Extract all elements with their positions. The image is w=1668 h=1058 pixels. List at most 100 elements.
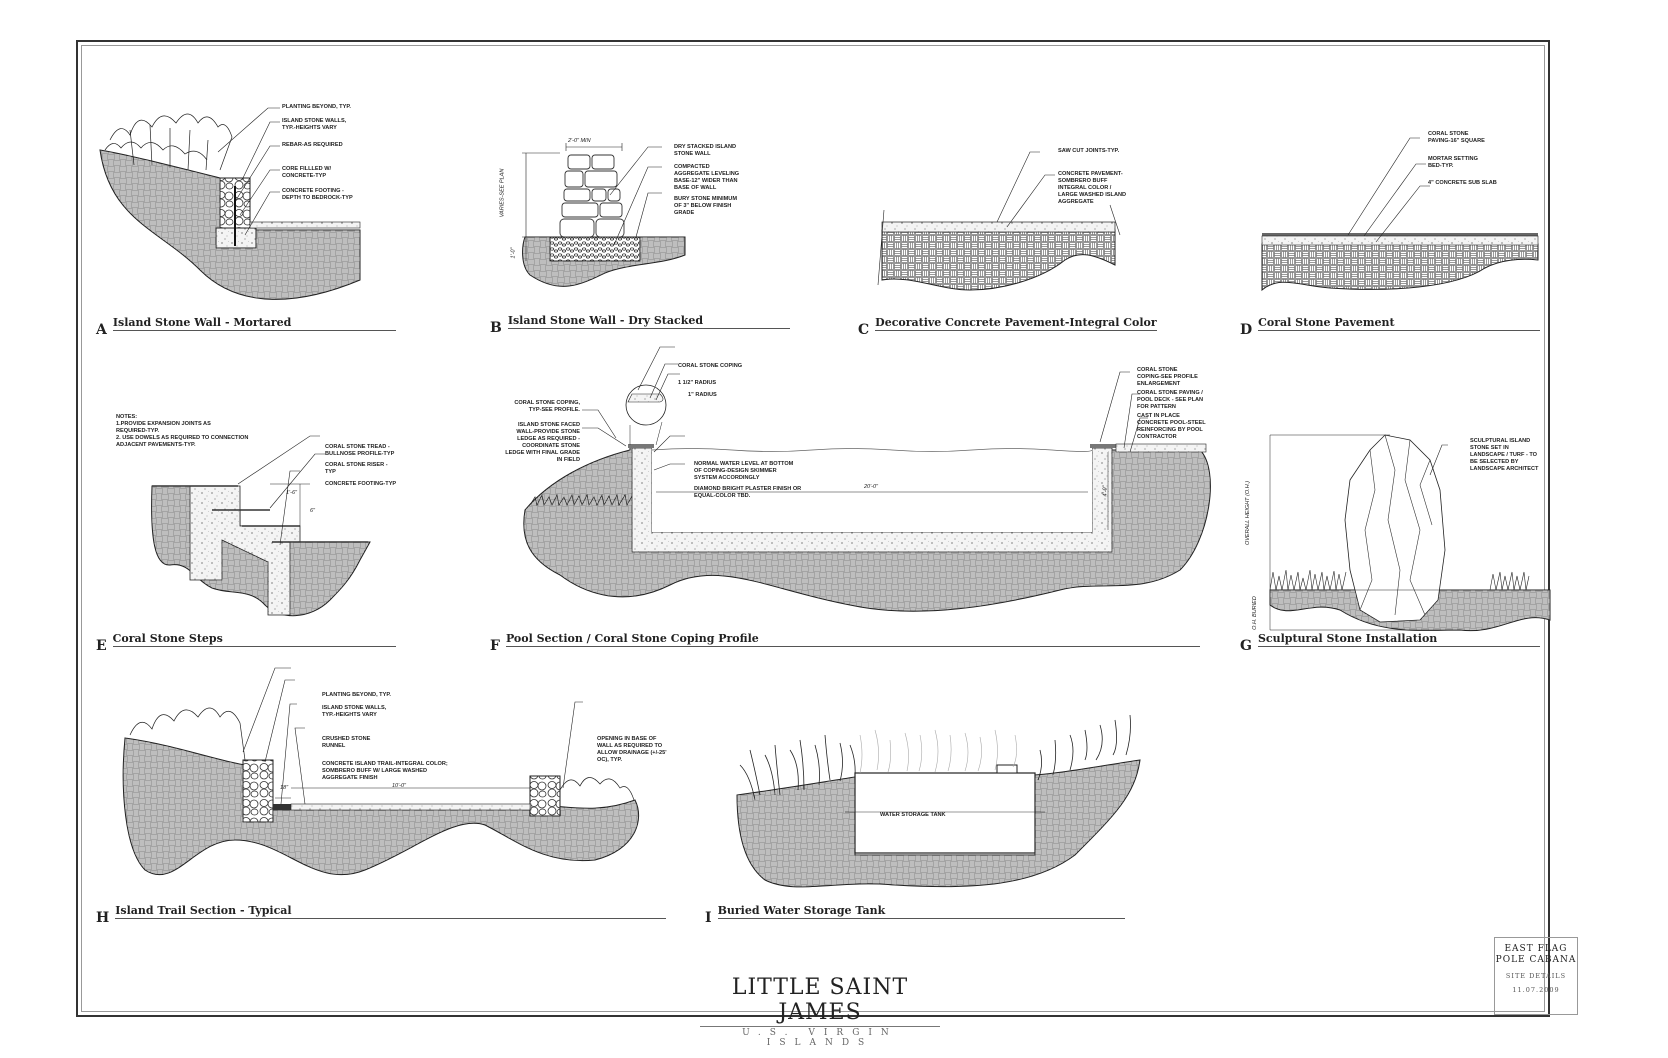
detail-c-drawing (877, 151, 1121, 291)
stone-wall-left (242, 759, 274, 823)
soil-mass (99, 149, 361, 300)
title-block: EAST FLAG POLE CABANA SITE DETAILS 11.07… (1494, 937, 1578, 1015)
detail-e-note-2: CORAL STONE RISER - TYP (325, 462, 388, 475)
dimension-lines (522, 143, 623, 261)
pool-water (652, 448, 1092, 532)
coping-left (628, 444, 654, 448)
water-storage-tank (854, 772, 1036, 854)
project-title: LITTLE SAINT JAMES U.S. VIRGIN ISLANDS (700, 975, 940, 1048)
detail-h-drawing (122, 667, 640, 876)
detail-title-text: Coral Stone Pavement (1258, 316, 1540, 331)
coping-right (1090, 444, 1116, 448)
detail-h-title: H Island Trail Section - Typical (96, 904, 666, 925)
detail-h-note-right-1: OPENING IN BASE OF WALL AS REQUIRED TO A… (597, 736, 667, 763)
detail-f-drawing (523, 346, 1211, 612)
dimension-lines (275, 780, 531, 810)
detail-e-note-1: CORAL STONE TREAD - BULLNOSE PROFILE-TYP (325, 444, 395, 457)
detail-c-note-1: SAW CUT JOINTS-TYP. (1058, 148, 1120, 154)
detail-letter: I (705, 910, 712, 926)
detail-c-title: C Decorative Concrete Pavement-Integral … (858, 316, 1157, 337)
aggregate-base (549, 236, 641, 262)
paving-surface (249, 221, 361, 229)
detail-title-text: Decorative Concrete Pavement-Integral Co… (875, 316, 1157, 331)
detail-a-note-2: ISLAND STONE WALLS, TYP.-HEIGHTS VARY (282, 118, 347, 131)
planting-shrubs (129, 707, 635, 801)
detail-title-text: Sculptural Stone Installation (1257, 632, 1540, 647)
grass-tufts (529, 493, 633, 507)
title-block-sheet-title: SITE DETAILS (1505, 972, 1567, 980)
detail-d-note-3: 4" CONCRETE SUB SLAB (1428, 180, 1497, 186)
detail-f-note-left-1: CORAL STONE COPING, TYP-SEE PROFILE. (514, 400, 580, 413)
leader-lines (237, 435, 325, 546)
detail-h-note-1: PLANTING BEYOND, TYP. (322, 692, 391, 698)
detail-d-title: D Coral Stone Pavement (1240, 316, 1540, 337)
detail-e-title: E Coral Stone Steps (96, 632, 396, 653)
detail-g-title: G Sculptural Stone Installation (1240, 632, 1540, 653)
detail-b-title: B Island Stone Wall - Dry Stacked (490, 314, 790, 335)
dimension-lines (629, 421, 1109, 530)
leader-line (1429, 444, 1448, 476)
detail-f-right-note-1: CORAL STONE COPING-SEE PROFILE ENLARGEME… (1137, 367, 1198, 387)
detail-a-note-4: CORE FILLLED W/ CONCRETE-TYP (282, 166, 332, 179)
mortar-bed-slab (1261, 235, 1539, 246)
detail-letter: H (96, 910, 110, 926)
sculptural-stone (1344, 434, 1446, 623)
leader-lines (217, 107, 280, 236)
detail-letter: C (858, 322, 870, 338)
tall-grass-light (859, 729, 1017, 774)
detail-h-note-4: CONCRETE ISLAND TRAIL-INTEGRAL COLOR; SO… (322, 761, 448, 781)
detail-f-note-left-2: ISLAND STONE FACED WALL-PROVIDE STONE LE… (505, 422, 580, 463)
detail-f-center-note-2: DIAMOND BRIGHT PLASTER FINISH OR EQUAL-C… (694, 486, 802, 499)
detail-i-title: I Buried Water Storage Tank (705, 904, 1125, 925)
detail-i-drawing (736, 714, 1141, 888)
leader-lines (996, 151, 1055, 228)
detail-b-note-3: BURY STONE MINIMUM OF 3" BELOW FINISH GR… (674, 196, 737, 216)
stair-treads (152, 485, 368, 543)
detail-title-text: Island Stone Wall - Dry Stacked (507, 314, 790, 329)
detail-e-dim-tread: 1'-6" (286, 490, 297, 496)
drawing-sheet-border (76, 40, 1550, 1017)
detail-title-text: Island Trail Section - Typical (115, 904, 666, 919)
detail-e-dim-riser: 6" (310, 508, 316, 514)
detail-a-note-1: PLANTING BEYOND, TYP. (282, 104, 351, 110)
detail-f-dim-length: 20'-0" (864, 484, 879, 490)
detail-title-text: Buried Water Storage Tank (717, 904, 1125, 919)
detail-f-right-note-3: CAST IN PLACE CONCRETE POOL-STEEL REINFO… (1137, 413, 1206, 440)
detail-g-note-1: SCULPTURAL ISLAND STONE SET IN LANDSCAPE… (1470, 438, 1539, 472)
detail-f-profile-note-1: CORAL STONE COPING (678, 363, 743, 369)
detail-d-drawing (1261, 137, 1539, 292)
concrete-pavement (881, 221, 1116, 233)
detail-title-text: Pool Section / Coral Stone Coping Profil… (505, 632, 1200, 647)
break-line-right (1109, 204, 1121, 236)
crushed-stone-runnel (273, 804, 291, 810)
detail-letter: F (490, 638, 500, 654)
detail-d-note-1: CORAL STONE PAVING-16" SQUARE (1428, 131, 1485, 144)
tall-grass-dark (739, 714, 1131, 801)
dimension-lines (270, 483, 310, 526)
detail-f-right-note-2: CORAL STONE PAVING / POOL DECK - SEE PLA… (1137, 390, 1204, 410)
concrete-footing (189, 485, 301, 616)
detail-f-dim-depth: 4'-0" (1102, 485, 1109, 497)
coral-paving (1262, 233, 1538, 236)
pool-deck (1115, 443, 1207, 453)
detail-f-profile-note-2: 1 1/2" RADIUS (678, 380, 717, 386)
detail-letter: G (1240, 638, 1252, 654)
soil-mass (1261, 243, 1539, 292)
title-block-line-1: EAST FLAG (1504, 944, 1568, 954)
detail-b-note-1: DRY STACKED ISLAND STONE WALL (674, 144, 737, 157)
detail-title-text: Coral Stone Steps (112, 632, 396, 647)
detail-e-note-3: CONCRETE FOOTING-TYP (325, 481, 397, 487)
project-location: U.S. VIRGIN ISLANDS (742, 1028, 898, 1048)
detail-b-dim-width: 2'-0" MIN (568, 138, 591, 144)
leader-lines (1347, 137, 1430, 243)
detail-letter: D (1240, 322, 1253, 338)
project-name: LITTLE SAINT JAMES (700, 975, 940, 1027)
detail-g-drawing (1269, 434, 1551, 632)
detail-letter: E (96, 638, 107, 654)
planting-shrubs (104, 113, 233, 171)
title-block-date: 11.07.2009 (1512, 986, 1560, 994)
detail-b-drawing (522, 143, 686, 287)
title-block-line-2: POLE CABANA (1495, 955, 1577, 965)
leader-lines (582, 346, 1148, 471)
detail-a-note-3: REBAR-AS REQUIRED (282, 142, 343, 148)
